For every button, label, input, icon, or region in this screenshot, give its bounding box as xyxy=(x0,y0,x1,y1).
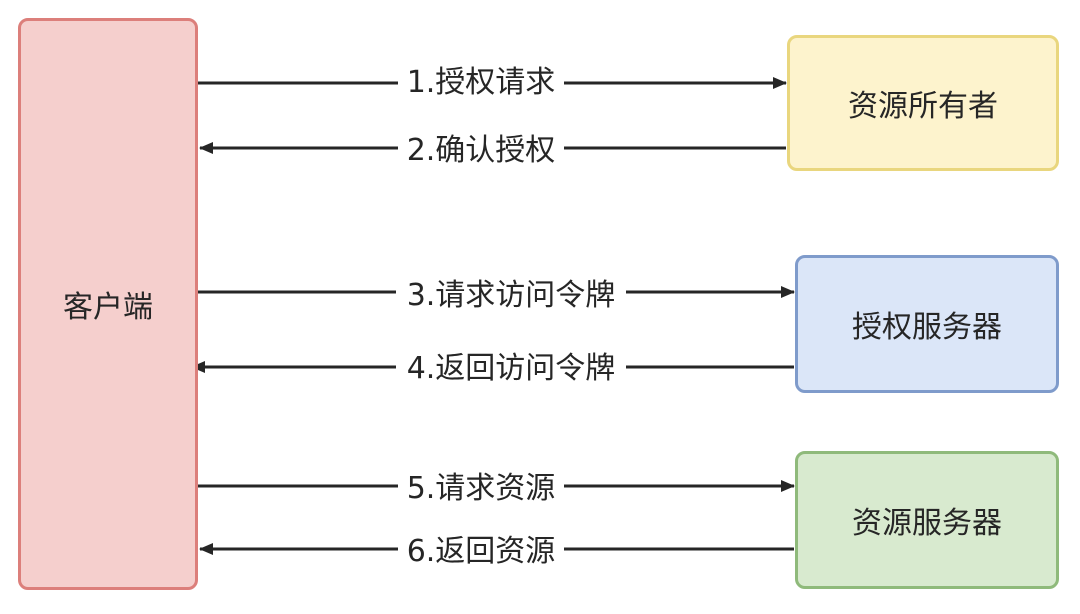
client-label: 客户端 xyxy=(63,290,153,325)
edge-label-1: 1.授权请求 xyxy=(398,63,564,103)
edge-label-3: 3.请求访问令牌 xyxy=(396,276,626,316)
resource-server-label: 资源服务器 xyxy=(852,506,1002,541)
edge-label-6: 6.返回资源 xyxy=(398,532,564,572)
authorization-server-node: 授权服务器 xyxy=(795,255,1059,393)
authorization-server-label: 授权服务器 xyxy=(852,310,1002,345)
edge-label-2: 2.确认授权 xyxy=(398,131,564,171)
resource-owner-node: 资源所有者 xyxy=(787,35,1059,171)
edge-label-4: 4.返回访问令牌 xyxy=(396,349,626,389)
resource-server-node: 资源服务器 xyxy=(795,451,1059,589)
edge-label-5: 5.请求资源 xyxy=(398,469,564,509)
resource-owner-label: 资源所有者 xyxy=(848,89,998,124)
client-node: 客户端 xyxy=(18,18,198,590)
